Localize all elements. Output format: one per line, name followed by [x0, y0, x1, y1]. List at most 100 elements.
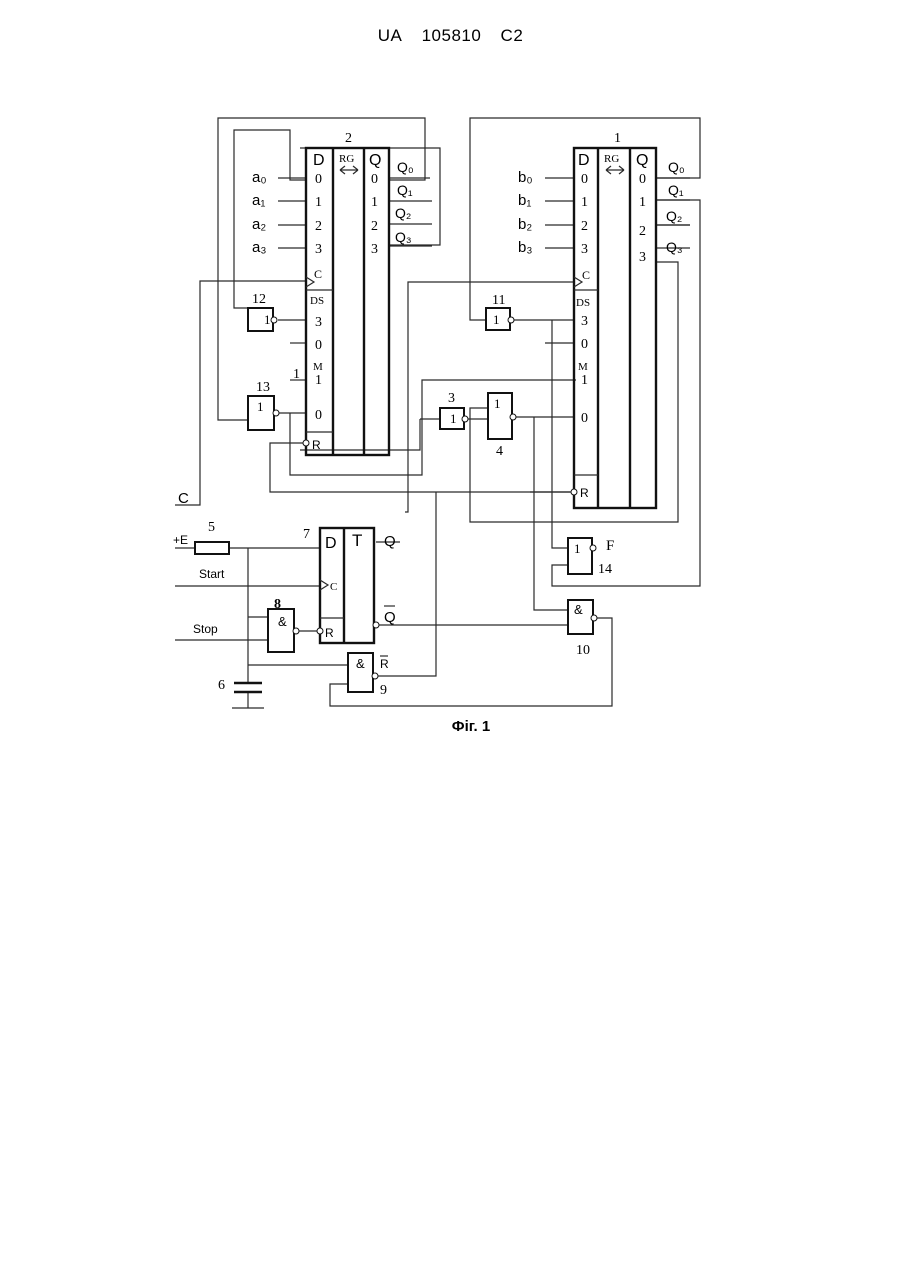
input-b1: b₁ [518, 192, 531, 209]
flip-flop-r: R [325, 626, 334, 640]
flip-flop-number: 7 [303, 527, 310, 542]
gate-14: 1 14 F [568, 538, 614, 577]
power-label: +E [173, 533, 188, 547]
register-1-q1: 1 [639, 195, 646, 210]
gate-4-symbol: 1 [494, 396, 501, 411]
register-1-d0: 0 [581, 172, 588, 187]
gate-8-symbol: & [278, 614, 287, 629]
input-b2: b₂ [518, 216, 532, 233]
register-2-d3: 3 [315, 242, 322, 257]
inputs-a: a₀ a₁ a₂ a₃ [252, 169, 267, 256]
register-1-d-header: D [578, 152, 590, 169]
register-1-q0: 0 [639, 172, 646, 187]
gate-12: 1 12 [248, 292, 277, 331]
input-a2: a₂ [252, 216, 266, 233]
register-1-q-header: Q [636, 152, 648, 169]
input-a3: a₃ [252, 239, 266, 256]
register-2-number: 2 [345, 131, 352, 146]
gate-8: & 8 [268, 597, 299, 652]
gate-3: 1 3 [440, 391, 468, 429]
gate-13: 1 13 [248, 380, 279, 430]
capacitor-6: 6 [218, 678, 262, 693]
outputs-register-2: Q₀ Q₁ Q₂ Q₃ [395, 159, 414, 245]
gate-13-symbol: 1 [257, 399, 264, 414]
register-1-d2: 2 [581, 219, 588, 234]
circuit-diagram: 2 D RG Q 0 1 2 3 0 1 2 3 C DS 3 0 M 1 0 … [0, 0, 901, 760]
gate-9-symbol: & [356, 656, 365, 671]
gate-11-symbol: 1 [493, 312, 500, 327]
register-1-rg-header: RG [604, 153, 619, 165]
resistor-5: 5 [195, 520, 229, 554]
flip-flop-q: Q [384, 533, 396, 550]
output-q1-reg1: Q₁ [668, 182, 684, 198]
gate-10: & 10 [568, 600, 597, 658]
register-1-d3: 3 [581, 242, 588, 257]
input-b3: b₃ [518, 239, 532, 256]
output-f: F [606, 538, 614, 554]
register-2-d1: 1 [315, 195, 322, 210]
register-2-q-header: Q [369, 152, 381, 169]
flip-flop-qbar: Q [384, 609, 396, 626]
gate-12-number: 12 [252, 292, 266, 307]
gate-9-number: 9 [380, 683, 387, 698]
register-1-c-input: C [582, 268, 590, 282]
register-1-d1: 1 [581, 195, 588, 210]
output-q1-reg2: Q₁ [397, 182, 413, 198]
output-q2-reg2: Q₂ [395, 205, 411, 221]
input-a0: a₀ [252, 169, 267, 186]
register-2-q2: 2 [371, 219, 378, 234]
register-2: 2 D RG Q 0 1 2 3 0 1 2 3 C DS 3 0 M 1 0 … [293, 131, 389, 455]
register-1-m-input: M [578, 361, 588, 373]
register-1-ds-input: DS [576, 297, 590, 309]
register-1-q2: 2 [639, 224, 646, 239]
output-q2-reg1: Q₂ [666, 208, 682, 224]
output-q3-reg2: Q₃ [395, 229, 412, 245]
register-1-q3: 3 [639, 250, 646, 265]
register-1-r-input: R [580, 486, 589, 500]
gate-14-number: 14 [598, 562, 612, 577]
register-2-ds0: 0 [315, 338, 322, 353]
register-2-d0: 0 [315, 172, 322, 187]
register-2-ds-input: DS [310, 295, 324, 307]
output-q3-reg1: Q₃ [666, 239, 683, 255]
register-1-ds0: 0 [581, 337, 588, 352]
outputs-register-1: Q₀ Q₁ Q₂ Q₃ [666, 159, 685, 255]
inputs-b: b₀ b₁ b₂ b₃ [518, 169, 533, 256]
gate-10-symbol: & [574, 602, 583, 617]
output-q0-reg1: Q₀ [668, 159, 685, 175]
clock-label: C [178, 490, 189, 507]
start-label: Start [199, 567, 225, 581]
m-const-label: 1 [293, 367, 300, 382]
capacitor-number: 6 [218, 678, 225, 693]
register-2-m1: 1 [315, 373, 322, 388]
flip-flop-c: C [330, 581, 337, 593]
register-2-rg-header: RG [339, 153, 354, 165]
rbar-label: R [380, 657, 389, 671]
register-1-number: 1 [614, 131, 621, 146]
register-1-m0: 0 [581, 411, 588, 426]
register-2-d-header: D [313, 152, 325, 169]
register-2-q0: 0 [371, 172, 378, 187]
gate-13-number: 13 [256, 380, 270, 395]
register-2-d2: 2 [315, 219, 322, 234]
resistor-number: 5 [208, 520, 215, 535]
register-1: 1 D RG Q 0 1 2 3 0 1 2 3 C DS 3 0 M 1 0 … [571, 131, 656, 508]
flip-flop-t: T [352, 531, 362, 550]
gate-11: 1 11 [486, 293, 514, 330]
output-q0-reg2: Q₀ [397, 159, 414, 175]
register-1-ds3: 3 [581, 314, 588, 329]
register-2-c-input: C [314, 267, 322, 281]
register-2-r-input: R [312, 438, 321, 452]
flip-flop-d: D [325, 535, 337, 552]
gate-14-symbol: 1 [574, 541, 581, 556]
gate-4-number: 4 [496, 444, 503, 459]
gate-4: 1 4 [488, 393, 516, 459]
stop-label: Stop [193, 622, 218, 636]
input-a1: a₁ [252, 192, 265, 209]
gate-3-number: 3 [448, 391, 455, 406]
register-1-m1: 1 [581, 373, 588, 388]
gate-8-number: 8 [274, 597, 281, 612]
register-2-q1: 1 [371, 195, 378, 210]
register-2-m0: 0 [315, 408, 322, 423]
register-2-ds3: 3 [315, 315, 322, 330]
